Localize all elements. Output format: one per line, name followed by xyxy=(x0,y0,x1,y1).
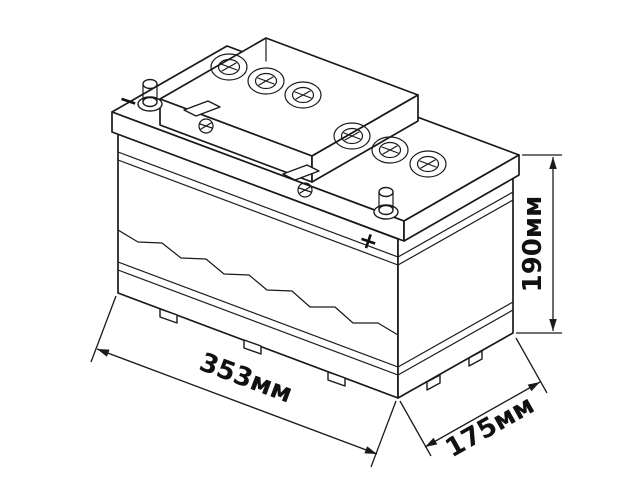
extension-line xyxy=(399,400,432,457)
length-dimension-label: 353мм xyxy=(195,347,296,409)
vent-caps-right-block xyxy=(333,122,447,178)
vent-cap-icon xyxy=(371,136,409,164)
dimension-line xyxy=(424,381,541,448)
bolt-icon xyxy=(297,182,313,198)
vent-cap-icon xyxy=(409,150,447,178)
label-wave-line xyxy=(117,229,399,336)
extension-line xyxy=(515,337,548,394)
vent-caps-left-block xyxy=(210,53,322,109)
battery-case: − + xyxy=(111,37,520,399)
height-dimension: 190мм xyxy=(516,154,562,334)
bolt-icon xyxy=(198,118,214,134)
lid-right-face xyxy=(403,154,520,242)
vent-cap-icon xyxy=(247,67,285,95)
height-dimension-label: 190мм xyxy=(518,196,548,293)
terminal-post-negative xyxy=(137,78,163,112)
vent-cap-icon xyxy=(333,122,371,150)
dimension-line xyxy=(96,348,378,455)
flange-foot xyxy=(468,350,483,367)
extension-line xyxy=(90,295,117,363)
terminal-post-positive xyxy=(373,186,399,220)
depth-dimension-label: 175мм xyxy=(441,390,540,464)
vent-cap-icon xyxy=(284,81,322,109)
flange-foot xyxy=(159,308,178,324)
vent-cap-icon xyxy=(210,53,248,81)
hold-down-bracket xyxy=(183,100,320,198)
extension-line xyxy=(370,400,397,468)
case-rib-lines xyxy=(117,151,514,266)
